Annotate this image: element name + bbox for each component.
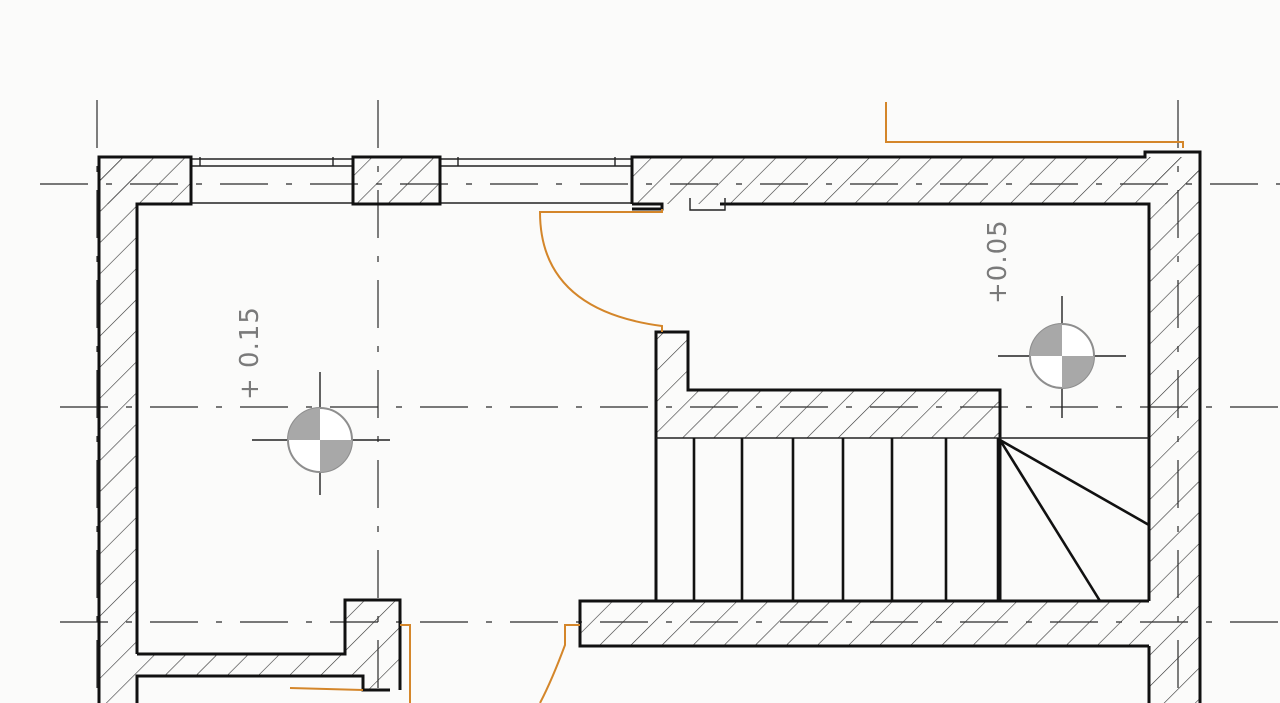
- outline-stair-upper: [654, 330, 1002, 601]
- wall-top-right: [632, 157, 1200, 204]
- wall-left-outer: [99, 157, 137, 703]
- stair-winder-2: [998, 439, 1102, 602]
- outline-bottom-left: [137, 598, 402, 690]
- walls-hatched: [99, 157, 1200, 703]
- level-marker-right-quadrant-b: [1062, 356, 1094, 388]
- door-swing-top: [538, 209, 663, 332]
- staircase: [656, 437, 1150, 602]
- level-label-left: + 0.15: [235, 306, 265, 400]
- door-swing-bottom-middle: [539, 624, 580, 703]
- door-top-right-outside: [885, 102, 1184, 148]
- wall-middle-pier: [353, 157, 440, 204]
- level-marker-left-quadrant-b: [320, 440, 352, 472]
- windows: [191, 157, 632, 204]
- level-marker-left: + 0.15: [235, 306, 390, 495]
- outline-left-outer: [97, 155, 193, 703]
- wall-outlines: [97, 150, 1202, 703]
- outline-middle-pier: [351, 155, 442, 206]
- level-marker-left-quadrant-a: [288, 408, 320, 440]
- outline-top-right-inner: [632, 202, 664, 211]
- wall-stair-lower: [580, 601, 1149, 646]
- doors: [289, 102, 1184, 703]
- wall-right-outer: [1149, 157, 1200, 703]
- door-stop-tick: [689, 198, 726, 211]
- level-marker-right: +0.05: [983, 219, 1126, 418]
- outline-bottom-left-lower: [135, 674, 390, 703]
- wall-bottom-left: [137, 600, 400, 690]
- wall-stair-upper: [656, 332, 1000, 438]
- outline-right-inner: [720, 202, 1151, 601]
- door-swing-bottom-left: [289, 624, 411, 703]
- outline-top-right: [630, 150, 1202, 703]
- level-marker-right-quadrant-a: [1030, 324, 1062, 356]
- level-label-right: +0.05: [983, 219, 1013, 304]
- outline-stair-lower: [578, 599, 1149, 648]
- stair-winder-1: [999, 438, 1150, 527]
